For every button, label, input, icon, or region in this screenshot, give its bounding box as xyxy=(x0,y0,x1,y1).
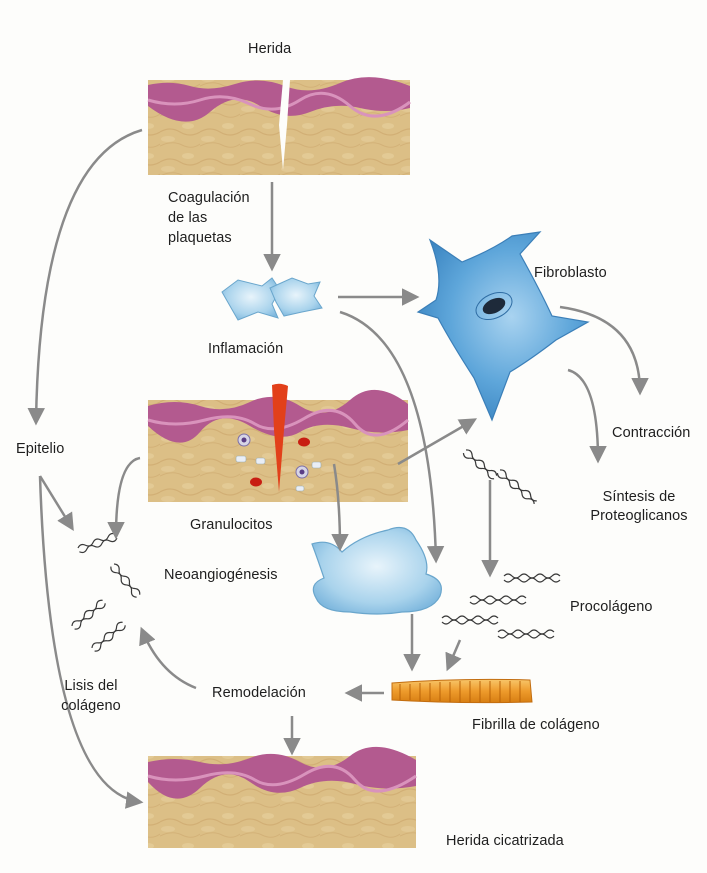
healed-skin xyxy=(148,747,416,848)
label-coagulacion: Coagulación de las plaquetas xyxy=(168,188,250,248)
fibroblast-cell xyxy=(418,232,588,420)
label-granulocitos: Granulocitos xyxy=(190,516,273,534)
label-lisis-colageno: Lisis del colágeno xyxy=(48,676,134,716)
label-inflamacion: Inflamación xyxy=(208,340,283,358)
platelet-cells xyxy=(222,278,322,320)
label-procolageno: Procolágeno xyxy=(570,598,653,616)
endothelial-cell xyxy=(312,528,441,614)
label-fibroblasto: Fibroblasto xyxy=(534,264,607,282)
label-epitelio: Epitelio xyxy=(16,440,64,458)
label-sintesis-line-2: Proteoglicanos xyxy=(574,507,704,526)
label-lisis-line-1: Lisis del xyxy=(48,676,134,696)
collagen-fibril xyxy=(392,679,532,702)
label-sintesis-proteoglicanos: Síntesis de Proteoglicanos xyxy=(574,488,704,526)
label-sintesis-line-1: Síntesis de xyxy=(574,488,704,507)
wounded-skin xyxy=(148,77,410,175)
label-coagulacion-line-1: Coagulación xyxy=(168,188,250,208)
label-remodelacion: Remodelación xyxy=(212,684,306,702)
label-contraccion: Contracción xyxy=(612,424,690,442)
label-fibrilla-colageno: Fibrilla de colágeno xyxy=(472,716,600,734)
label-herida-cicatrizada: Herida cicatrizada xyxy=(446,832,564,850)
label-neoangiogenesis: Neoangiogénesis xyxy=(164,566,278,584)
label-herida: Herida xyxy=(248,40,291,58)
label-coagulacion-line-3: plaquetas xyxy=(168,228,250,248)
inflamed-skin xyxy=(148,384,408,502)
label-lisis-line-2: colágeno xyxy=(48,696,134,716)
label-coagulacion-line-2: de las xyxy=(168,208,250,228)
